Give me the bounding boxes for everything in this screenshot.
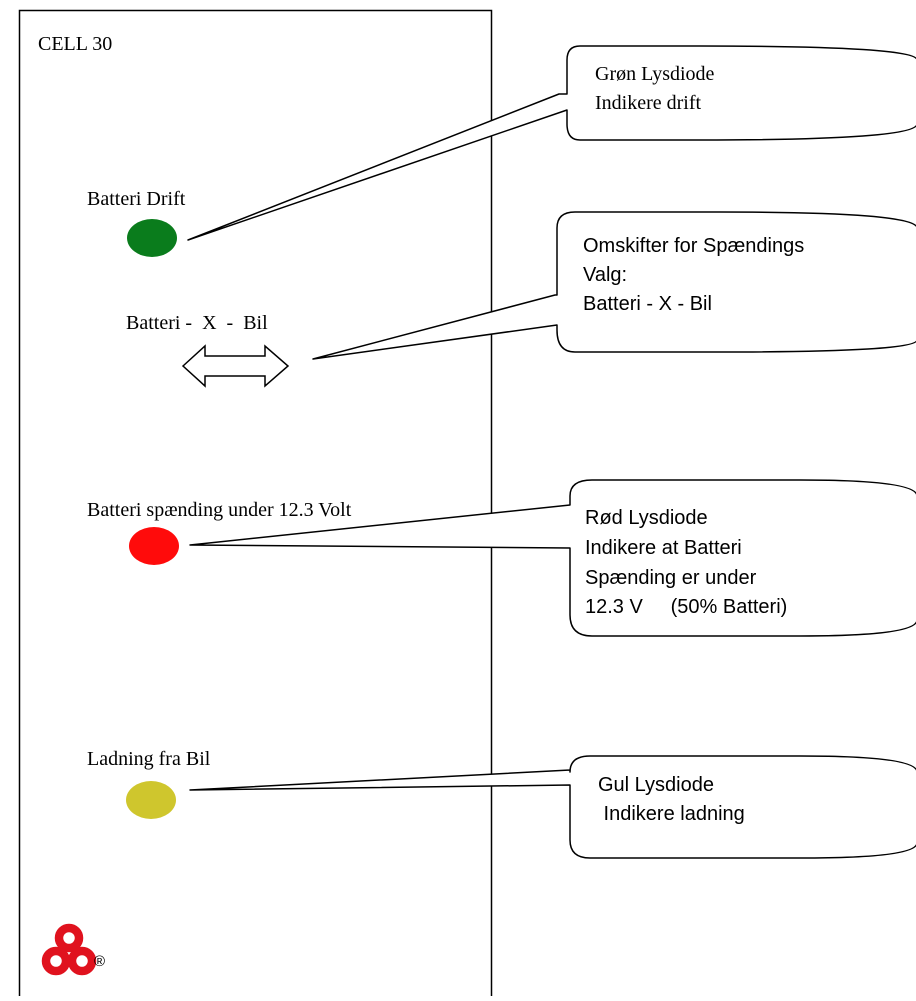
callout-yellow-line-2: Indikere ladning	[598, 803, 745, 825]
charging-label: Ladning fra Bil	[87, 748, 211, 770]
device-panel	[18, 9, 493, 1001]
callout-switch-line-1: Omskifter for Spændings	[583, 235, 804, 257]
callout-red-line-4: 12.3 V (50% Batteri)	[585, 596, 787, 618]
panel-title: CELL 30	[38, 33, 112, 55]
callout-yellow-line-1: Gul Lysdiode	[598, 774, 714, 796]
callout-red-line-3: Spænding er under	[585, 567, 757, 589]
yellow-led	[126, 781, 176, 819]
callout-switch-line-2: Valg:	[583, 264, 627, 286]
switch-label: Batteri - X - Bil	[126, 312, 268, 334]
callout-green-led	[187, 45, 916, 241]
callout-red-line-1: Rød Lysdiode	[585, 507, 708, 529]
callout-switch	[312, 211, 916, 360]
green-led	[127, 219, 177, 257]
callout-red-led	[189, 479, 916, 637]
red-led	[129, 527, 179, 565]
low-voltage-label: Batteri spænding under 12.3 Volt	[87, 499, 352, 521]
callout-switch-line-3: Batteri - X - Bil	[583, 293, 712, 315]
logo-icon	[41, 923, 97, 976]
callout-green-line-2: Indikere drift	[595, 92, 702, 114]
callout-red-line-2: Indikere at Batteri	[585, 537, 742, 559]
callout-yellow-led	[189, 755, 916, 859]
battery-drift-label: Batteri Drift	[87, 188, 186, 210]
registered-mark: ®	[94, 953, 105, 970]
double-arrow-switch-icon	[181, 344, 290, 388]
callout-green-line-1: Grøn Lysdiode	[595, 63, 715, 85]
